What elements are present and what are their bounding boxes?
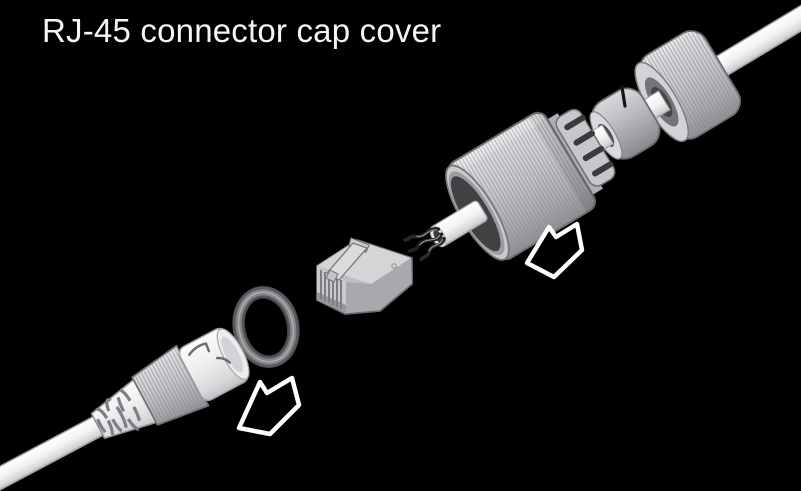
- rj45-dimple: [391, 263, 397, 269]
- cap-cover-body: [445, 108, 616, 261]
- rj45-latch: [325, 237, 370, 283]
- rj45-plug: [316, 237, 413, 315]
- page-title: RJ-45 connector cap cover: [42, 12, 442, 49]
- grommet-slit: [620, 85, 627, 108]
- wire-ends: [403, 227, 446, 261]
- camera-pigtail-socket: [0, 327, 250, 491]
- cap-cover-assembly: [403, 0, 801, 261]
- o-ring: [232, 286, 300, 368]
- pigtail-cable: [0, 415, 107, 491]
- assembly-arrow-upper: [524, 221, 585, 280]
- assembly-arrow-lower: [236, 375, 302, 437]
- bayonet-slots: [188, 342, 231, 364]
